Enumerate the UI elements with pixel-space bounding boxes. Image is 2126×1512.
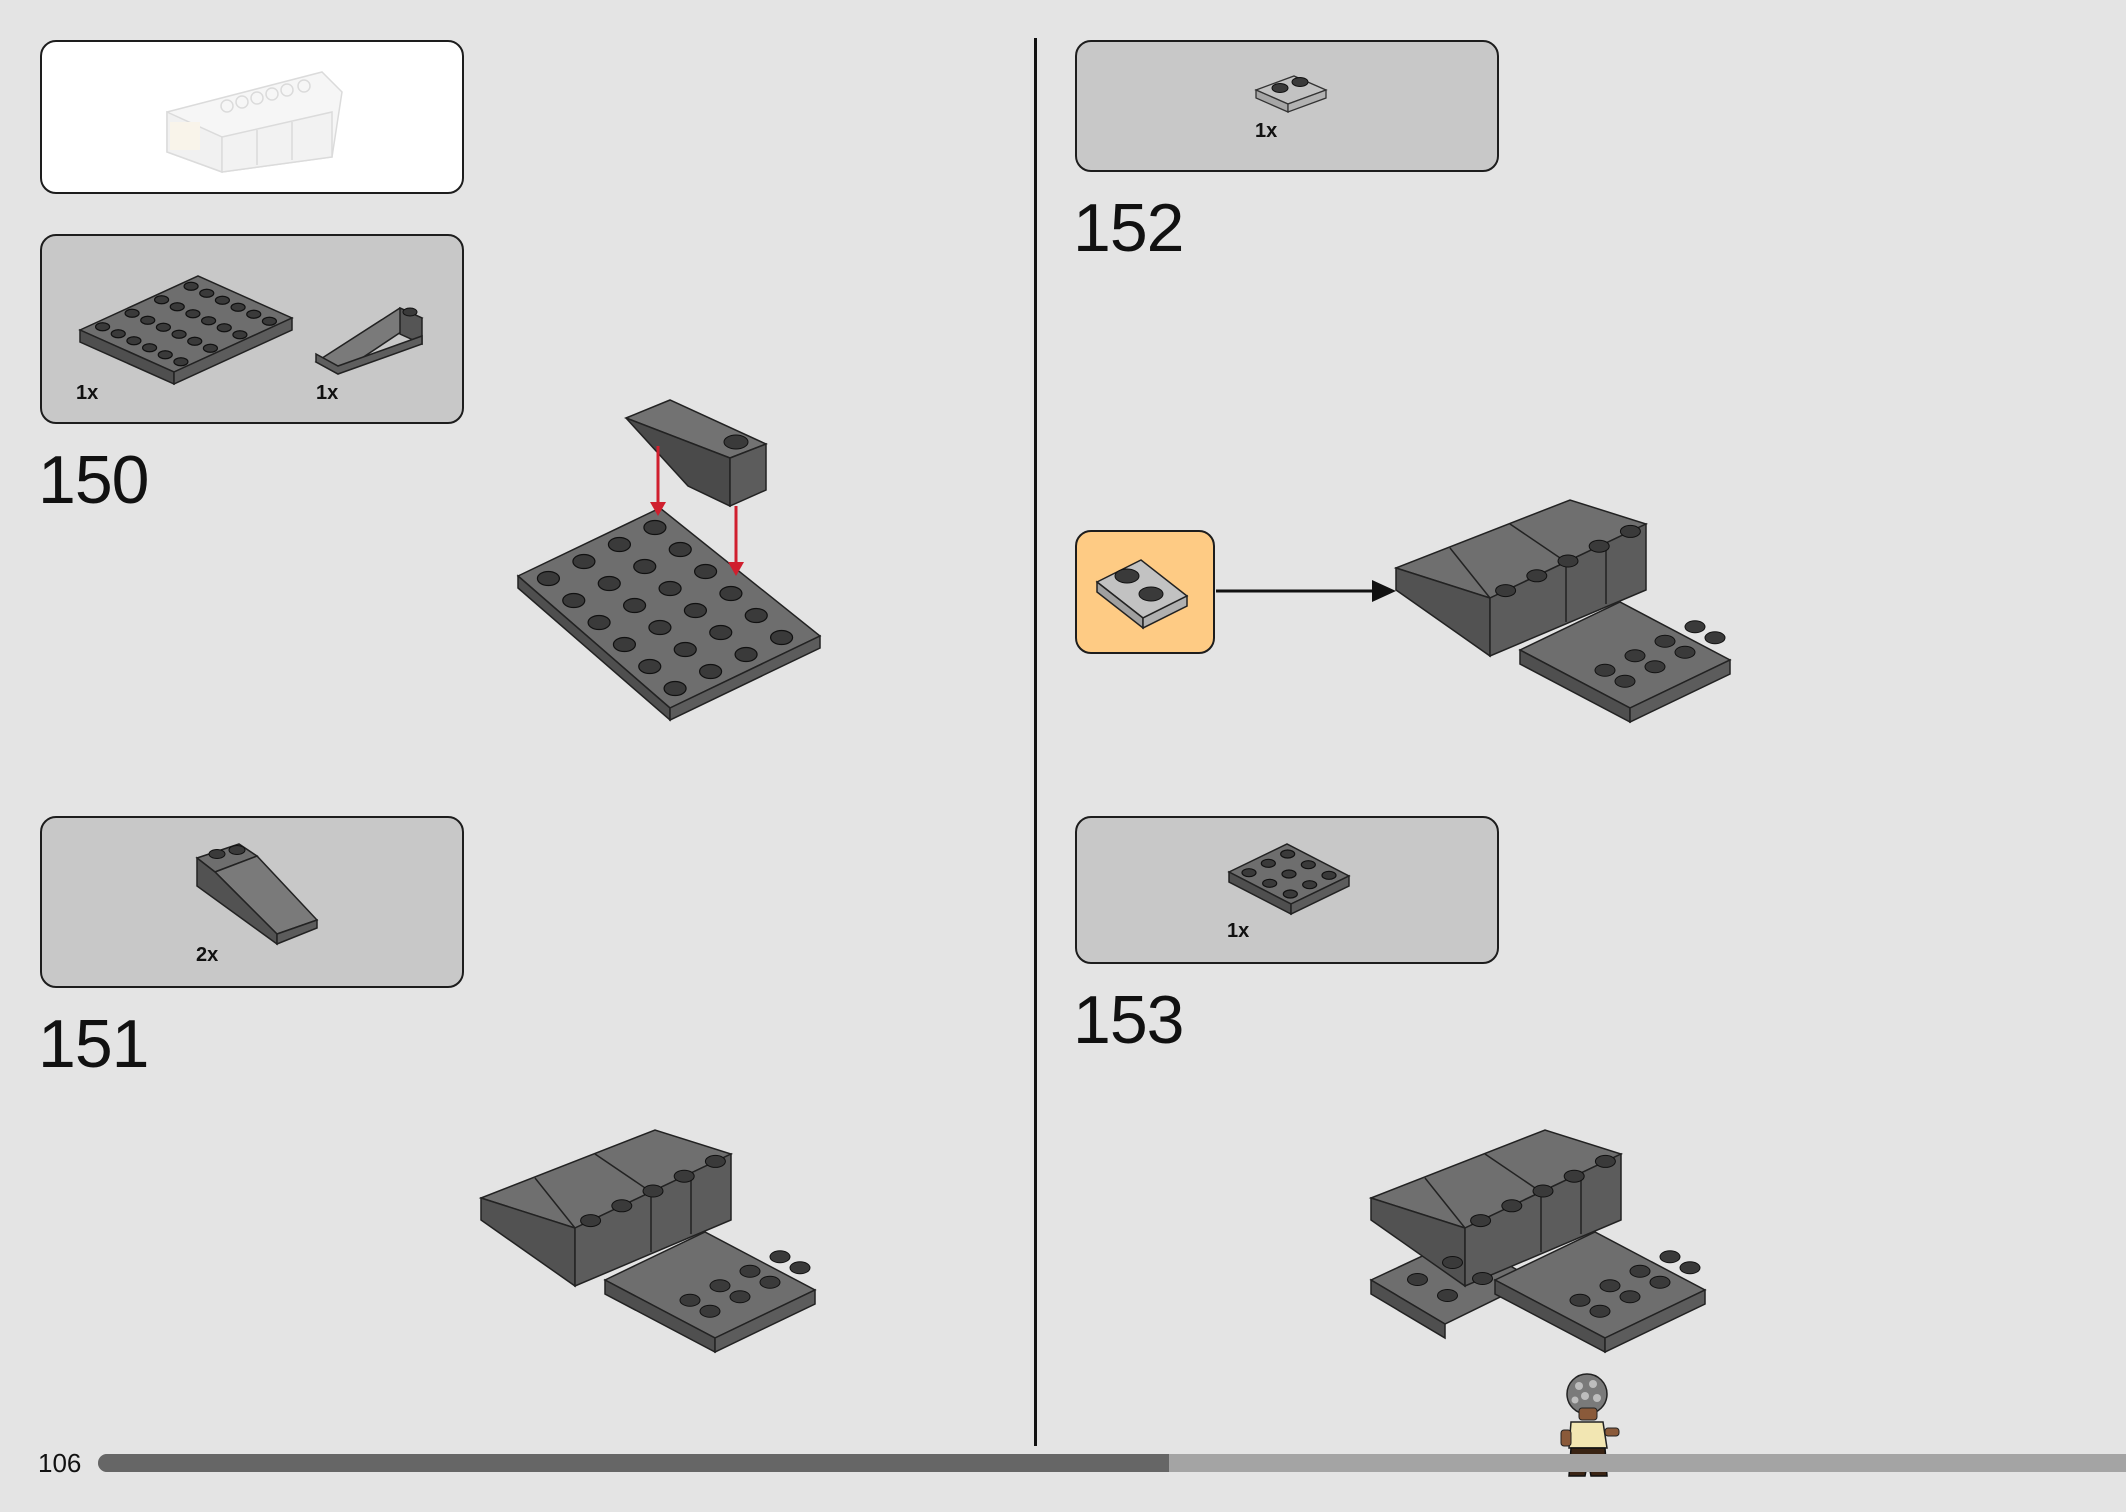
plate-2x2-icon — [1227, 843, 1351, 916]
part-qty-plate: 1x — [76, 382, 99, 404]
submodel-ghost-image — [166, 71, 343, 174]
step-150-assembly — [516, 399, 822, 722]
step-number-151: 151 — [38, 1006, 149, 1082]
step-153-assembly — [1368, 1129, 1707, 1354]
step-number-152: 152 — [1073, 190, 1184, 266]
part-qty-slope: 1x — [316, 382, 339, 404]
step-151-assembly — [478, 1129, 817, 1354]
callout-arrow — [1216, 580, 1396, 602]
callout-box — [1075, 530, 1215, 654]
step-number-150: 150 — [38, 442, 149, 518]
parts-list-step-151: 2x — [40, 816, 464, 988]
part-qty-plate-1x2: 1x — [1255, 120, 1278, 142]
slope-brick-icon — [314, 306, 424, 375]
part-qty-plate-2x2: 1x — [1227, 920, 1250, 942]
parts-list-step-150: 1x 1x — [40, 234, 464, 424]
parts-list-step-153: 1x — [1075, 816, 1499, 964]
page-divider — [1034, 38, 1037, 1446]
step-number-153: 153 — [1073, 982, 1184, 1058]
submodel-reference-box — [40, 40, 464, 194]
part-qty-slope-2x2: 2x — [196, 944, 219, 966]
progress-bar — [98, 1454, 2126, 1472]
plate-1x2-light-grey-icon — [1095, 559, 1189, 630]
parts-list-step-152: 1x — [1075, 40, 1499, 172]
progress-bar-fill — [98, 1454, 1169, 1472]
plate-4x6-icon — [78, 275, 294, 386]
plate-1x2-icon — [1254, 75, 1328, 113]
slope-brick-2x2-icon — [195, 843, 319, 946]
step-152-assembly — [1393, 499, 1732, 724]
page-number: 106 — [38, 1448, 82, 1478]
